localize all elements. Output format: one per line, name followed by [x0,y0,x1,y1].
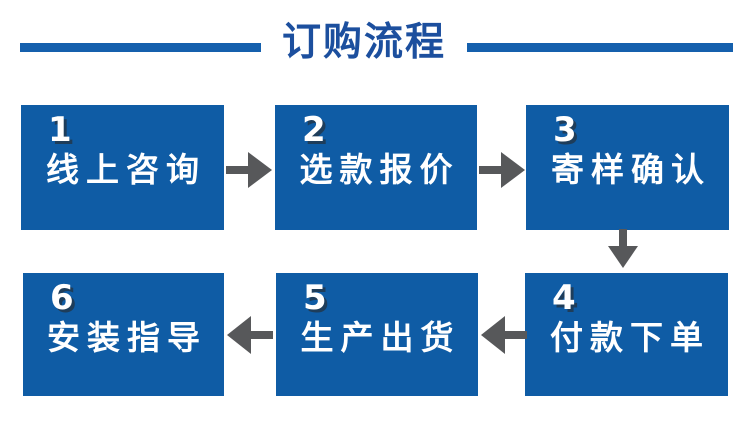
arrow-head-right-icon [501,152,525,188]
step-number: 6 [50,278,74,318]
step-box-5-produce-ship: 5 生产出货 [276,273,478,396]
step-box-6-install-guide: 6 安装指导 [23,273,224,396]
step-box-4-pay-order: 4 付款下单 [525,273,728,396]
step-number: 3 [553,110,577,150]
flow-arrow-left-5-6 [227,316,273,354]
step-number: 5 [303,278,327,318]
step-label: 付款下单 [550,319,710,356]
step-label: 寄样确认 [551,151,711,188]
step-number: 1 [48,110,72,150]
flow-arrow-right-2-3 [479,152,525,188]
arrow-head-left-icon [481,316,505,354]
flow-arrow-right-1-2 [226,152,272,188]
page-title: 订购流程 [281,21,446,64]
arrow-head-down-icon [608,246,638,268]
flow-arrow-down-3-4 [608,229,638,268]
step-box-2-select-quote: 2 选款报价 [275,105,477,230]
step-label: 生产出货 [300,319,461,356]
step-number: 4 [552,278,576,318]
step-box-3-sample-confirm: 3 寄样确认 [526,105,729,230]
arrow-head-right-icon [248,152,272,188]
arrow-shaft [226,166,248,174]
arrow-shaft [505,331,527,339]
arrow-shaft [251,331,273,339]
arrow-shaft [619,229,627,246]
step-number: 2 [302,110,326,150]
flow-arrow-left-4-5 [481,316,527,354]
title-rule-right [467,43,733,52]
step-label: 线上咨询 [46,151,206,188]
arrow-shaft [479,166,501,174]
title-rule-left [20,43,261,52]
step-box-1-online-consult: 1 线上咨询 [21,105,224,230]
step-label: 安装指导 [47,319,207,356]
step-label: 选款报价 [299,151,460,188]
arrow-head-left-icon [227,316,251,354]
